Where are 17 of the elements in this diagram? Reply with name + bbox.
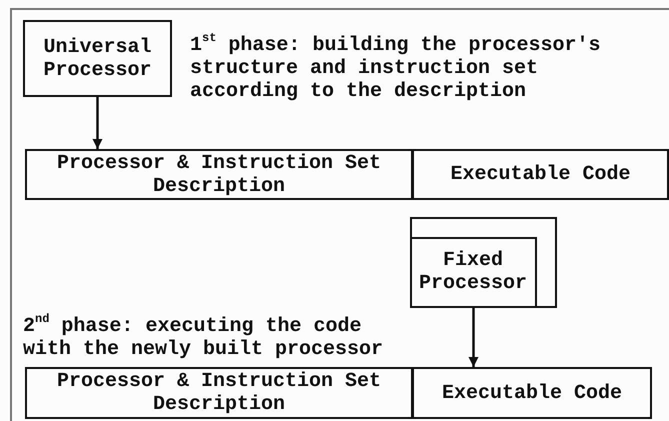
frame-box bbox=[410, 217, 557, 308]
phase-note: 1$^{st}$ phase: building the processor's structure and instruction set according to the description bbox=[190, 34, 602, 103]
arrow bbox=[92, 97, 102, 149]
node-label: Universal Processor bbox=[42, 36, 153, 82]
node-label: Fixed Processor bbox=[418, 249, 528, 295]
process-box bbox=[23, 20, 172, 97]
process-box bbox=[412, 149, 669, 200]
process-box bbox=[25, 367, 413, 419]
process-box bbox=[412, 367, 652, 419]
node-label: Executable Code bbox=[450, 163, 631, 186]
process-box bbox=[25, 149, 413, 200]
arrow bbox=[468, 308, 478, 367]
node-label: Processor & Instruction Set Description bbox=[56, 370, 382, 416]
node-label: Processor & Instruction Set Description bbox=[56, 152, 382, 198]
phase-note: 2$^{nd}$ phase: executing the code with the newly built processor bbox=[23, 315, 384, 361]
process-box bbox=[410, 236, 536, 308]
node-label: Executable Code bbox=[442, 382, 622, 404]
